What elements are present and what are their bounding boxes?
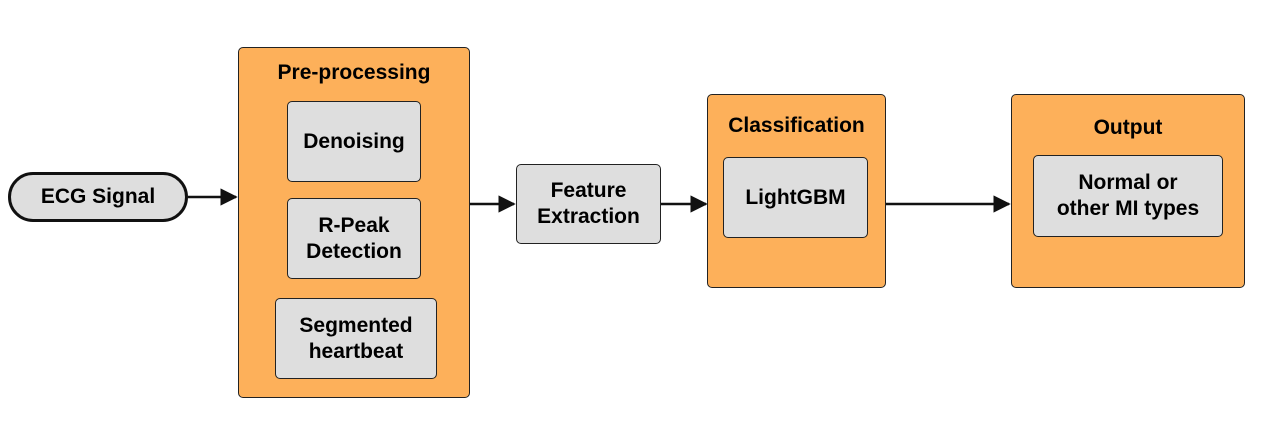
denoising-step: Denoising (287, 101, 421, 182)
ecg-signal-node: ECG Signal (8, 172, 188, 222)
ecg-signal-label: ECG Signal (40, 185, 156, 208)
output-result: Normal or other MI types (1033, 155, 1223, 237)
segmented-heartbeat-step: Segmented heartbeat (275, 298, 437, 379)
lightgbm-model: LightGBM (723, 157, 868, 238)
classification-title: Classification (728, 114, 865, 137)
classification-stage: Classification LightGBM (707, 94, 886, 288)
output-title: Output (1093, 116, 1163, 139)
output-stage: Output Normal or other MI types (1011, 94, 1245, 288)
r-peak-detection-step: R-Peak Detection (287, 198, 421, 279)
preprocessing-stage: Pre-processing Denoising R-Peak Detectio… (238, 47, 470, 398)
feature-extraction-node: Feature Extraction (516, 164, 661, 244)
preprocessing-title: Pre-processing (277, 61, 431, 84)
